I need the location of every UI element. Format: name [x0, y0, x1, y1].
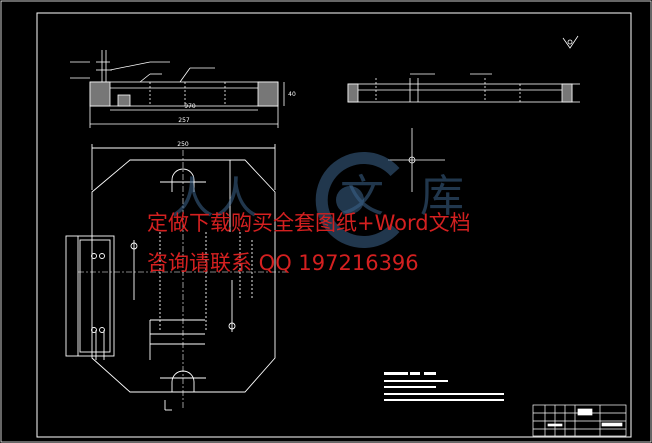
watermark-logo-glyph-2: 文	[340, 171, 384, 222]
center-mark	[388, 128, 445, 192]
title-block	[532, 404, 627, 437]
sheet-inner-border	[36, 12, 632, 438]
watermark-logo-glyph-1: 人人	[170, 173, 258, 224]
section-view-left	[70, 50, 285, 128]
dim-plan-width: 250	[177, 141, 189, 148]
watermark-logo-circle	[315, 152, 400, 248]
surface-finish-icon	[562, 35, 579, 49]
plan-view	[65, 144, 290, 411]
watermark-logo-glyph-3: 库	[420, 171, 464, 222]
watermark-text-line-2: 咨询请联系 QQ 197216396	[147, 251, 419, 275]
section-view-right	[347, 73, 580, 103]
watermark-text-line-1: 定做下载购买全套图纸+Word文档	[147, 211, 471, 235]
technical-notes	[384, 372, 504, 401]
dim-top-inner: 970	[184, 103, 196, 110]
dim-top-height: 40	[288, 91, 296, 98]
dim-top-outer: 257	[178, 117, 190, 124]
